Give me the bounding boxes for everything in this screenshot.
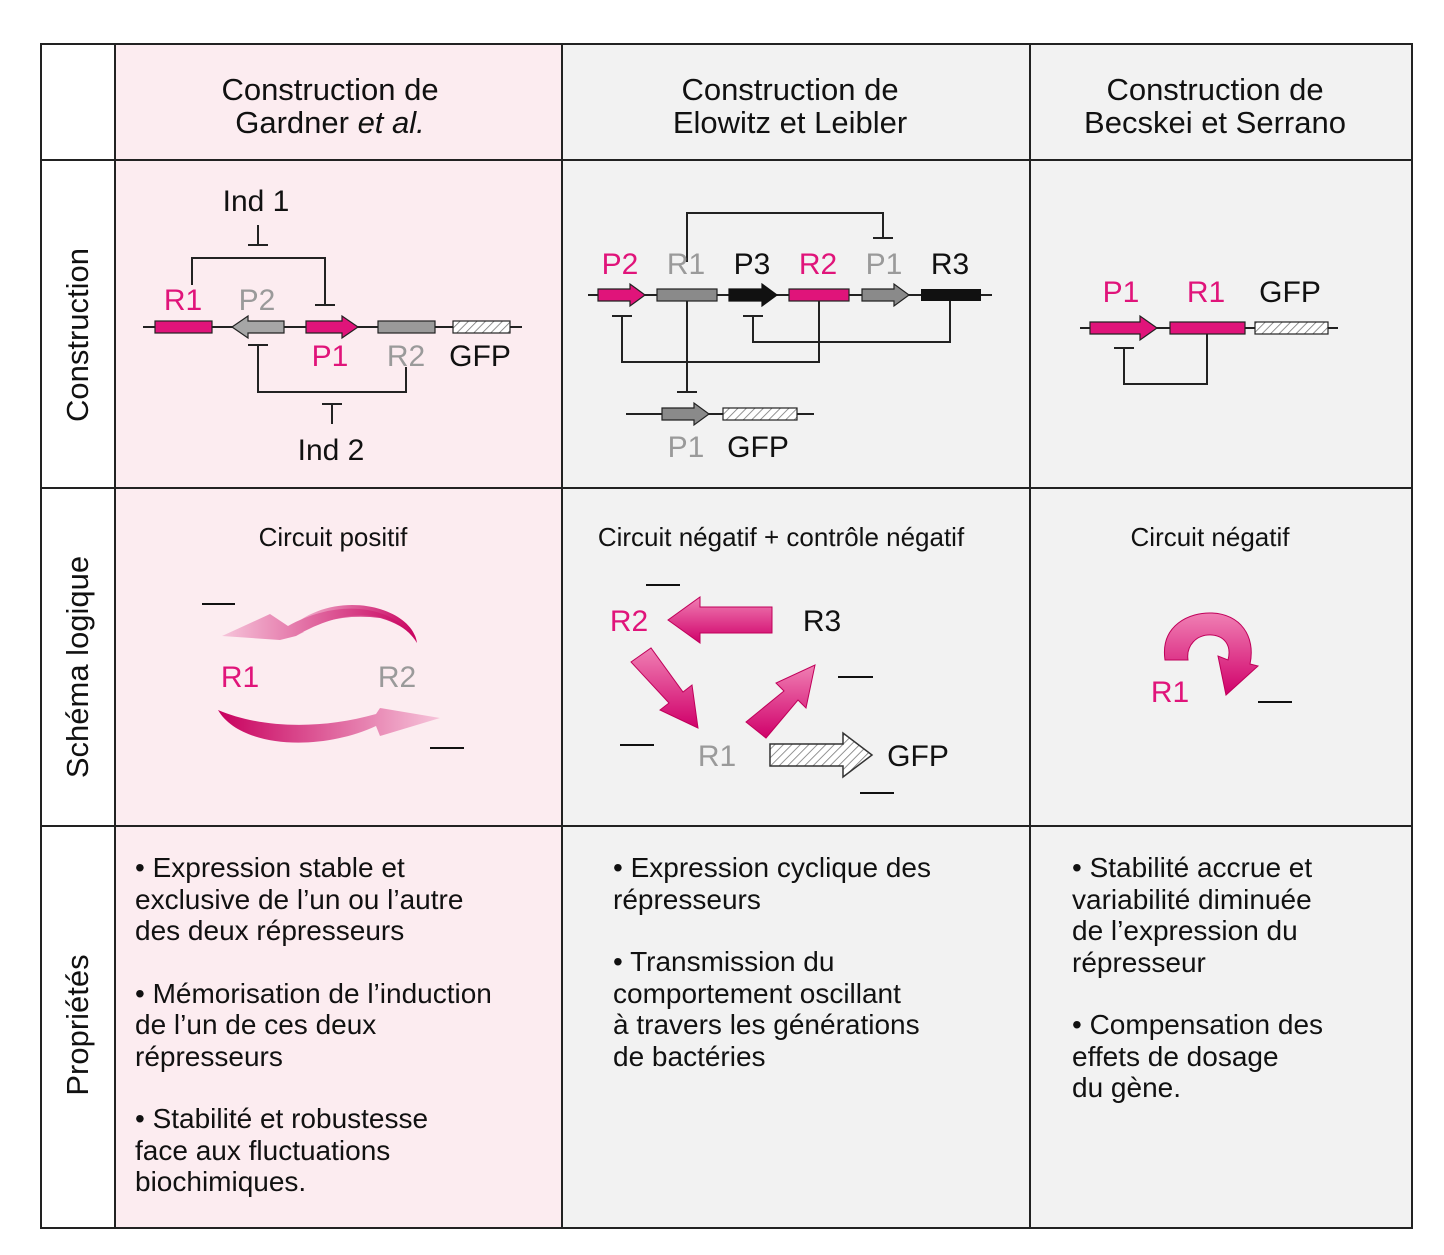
row-label-construction: Construction: [60, 248, 95, 422]
becskei-logic-r1: R1: [1151, 676, 1189, 709]
elowitz-logic-r2: R2: [610, 605, 648, 638]
elowitz-construct: P2 R1 P3 R2 P1 R3 P1 GFP: [588, 212, 992, 464]
gardner-property-1: • Expression stable et exclusive de l’un…: [135, 852, 464, 946]
gardner-construct: Ind 1 R1 P2 P1 R2 GFP Ind 2: [143, 185, 522, 467]
gardner-label-r2: R2: [387, 340, 425, 373]
elowitz-label-r2: R2: [799, 248, 837, 281]
elowitz-arrow-gfp: [769, 731, 874, 779]
gardner-logic-r2: R2: [378, 661, 416, 694]
table-grid: [40, 43, 1413, 1229]
gardner-label-gfp: GFP: [449, 340, 511, 373]
elowitz-arrow-r1-r3: [745, 664, 816, 739]
becskei-logic: Circuit négatif R1: [1131, 522, 1292, 709]
elowitz-logic-r1: R1: [698, 740, 736, 773]
elowitz-promoter-p1: [861, 282, 911, 308]
column-headers: Construction de Gardner et al. Construct…: [221, 72, 1346, 140]
elowitz-property-2: • Transmission du comportement oscillant…: [613, 946, 920, 1072]
gardner-arrow-bottom: [218, 708, 440, 743]
elowitz-label-r1: R1: [667, 248, 705, 281]
elowitz-label-reporter-p1: P1: [668, 431, 705, 464]
becskei-gene-r1: [1169, 321, 1246, 335]
gardner-properties: • Expression stable et exclusive de l’un…: [135, 852, 555, 1229]
gardner-logic-title: Circuit positif: [259, 522, 409, 552]
elowitz-header-line2: Elowitz et Leibler: [673, 105, 907, 140]
becskei-property-2: • Compensation des effets de dosage du g…: [1072, 1009, 1324, 1103]
gardner-promoter-p2: [230, 314, 285, 340]
gardner-label-r1: R1: [164, 284, 202, 317]
elowitz-promoter-p3: [728, 282, 779, 308]
elowitz-label-p2: P2: [602, 248, 639, 281]
gardner-label-p1: P1: [312, 340, 349, 373]
gardner-logic: Circuit positif R1 R2: [202, 522, 464, 749]
becskei-construct: P1 R1 GFP: [1080, 276, 1338, 385]
elowitz-label-r3: R3: [931, 248, 969, 281]
gardner-header-line2: Gardner et al.: [235, 105, 425, 140]
elowitz-gene-r1: [656, 288, 718, 302]
elowitz-logic-r3: R3: [803, 605, 841, 638]
becskei-header-line1: Construction de: [1106, 72, 1323, 107]
row-label-logic: Schéma logique: [60, 556, 95, 778]
row-label-properties: Propriétés: [60, 954, 95, 1095]
becskei-arrow-self: [1164, 612, 1260, 696]
gardner-gene-r2: [377, 320, 436, 334]
gardner-label-p2: P2: [239, 284, 276, 317]
gardner-logic-r1: R1: [221, 661, 259, 694]
gardner-gene-r1: [154, 320, 213, 334]
becskei-label-p1: P1: [1103, 276, 1140, 309]
elowitz-logic-title: Circuit négatif + contrôle négatif: [598, 522, 965, 552]
becskei-properties: • Stabilité accrue et variabilité diminu…: [1072, 852, 1407, 1135]
elowitz-gene-r3: [921, 289, 981, 301]
gardner-arrow-top: [222, 608, 417, 643]
elowitz-properties: • Expression cyclique des répresseurs • …: [613, 852, 1023, 1103]
elowitz-arrow-r3-r2: [667, 596, 773, 644]
elowitz-label-reporter-gfp: GFP: [727, 431, 789, 464]
gardner-column-bg: [115, 44, 562, 1228]
gardner-property-2: • Mémorisation de l’induction de l’un de…: [135, 977, 492, 1072]
gardner-property-3: • Stabilité et robustesse face aux fluct…: [135, 1103, 429, 1197]
elowitz-logic: Circuit négatif + contrôle négatif R2 R3…: [598, 522, 965, 794]
becskei-label-gfp: GFP: [1259, 276, 1321, 309]
elowitz-property-1: • Expression cyclique des répresseurs: [613, 852, 931, 915]
becskei-logic-title: Circuit négatif: [1131, 522, 1291, 552]
elowitz-label-p1: P1: [866, 248, 903, 281]
elowitz-reporter-gfp: [722, 407, 798, 421]
elowitz-gene-r2: [788, 288, 850, 302]
elowitz-arrow-r2-r1: [630, 647, 699, 729]
gardner-header-line1: Construction de: [221, 72, 438, 107]
becskei-label-r1: R1: [1187, 276, 1225, 309]
elowitz-label-p3: P3: [734, 248, 771, 281]
gardner-label-ind2: Ind 2: [298, 434, 365, 467]
elowitz-reporter-p1: [661, 401, 711, 427]
row-labels: Construction Schéma logique Propriétés: [60, 248, 95, 1096]
gardner-gene-gfp: [452, 320, 511, 334]
gardner-promoter-p1: [305, 314, 360, 340]
becskei-header-line2: Becskei et Serrano: [1084, 105, 1346, 140]
becskei-promoter-p1: [1089, 314, 1159, 342]
becskei-property-1: • Stabilité accrue et variabilité diminu…: [1072, 852, 1313, 978]
elowitz-header-line1: Construction de: [681, 72, 898, 107]
elowitz-promoter-p2: [597, 282, 647, 308]
elowitz-column-bg: [562, 44, 1030, 1228]
gardner-label-ind1: Ind 1: [223, 185, 290, 218]
elowitz-logic-gfp: GFP: [887, 740, 949, 773]
becskei-gene-gfp: [1254, 321, 1329, 335]
